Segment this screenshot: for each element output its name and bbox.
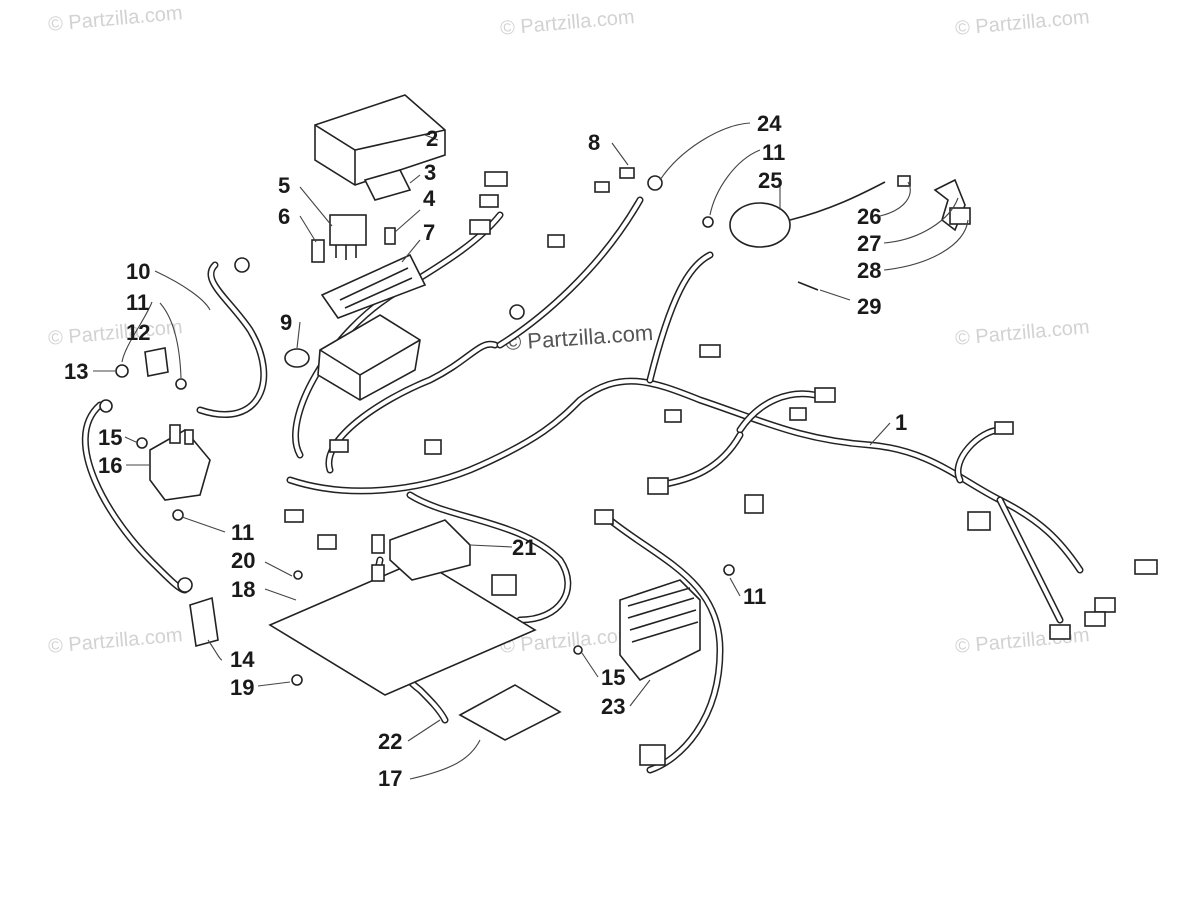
nut [723, 564, 735, 576]
callout-20: 20 [231, 548, 256, 573]
callout-10: 10 [126, 259, 151, 284]
relay [329, 214, 367, 260]
callout-9: 9 [280, 310, 293, 335]
callout-3: 3 [424, 160, 437, 185]
callout-18: 18 [231, 577, 256, 602]
callout-25: 25 [758, 168, 783, 193]
callout-7: 7 [423, 220, 436, 245]
nut [172, 509, 184, 521]
callout-8: 8 [588, 130, 601, 155]
callout-11: 11 [762, 140, 786, 165]
nut [702, 216, 714, 228]
callout-23: 23 [601, 694, 626, 719]
callout-11: 11 [231, 520, 255, 545]
spark-plug-cap [897, 175, 911, 187]
callout-13: 13 [64, 359, 89, 384]
connectors [284, 167, 1158, 766]
callout-16: 16 [98, 453, 123, 478]
callout-4: 4 [423, 186, 436, 211]
screw [291, 674, 303, 686]
boot-cover [949, 207, 971, 225]
callout-26: 26 [857, 204, 882, 229]
terminal-boot [189, 596, 219, 648]
callout-28: 28 [857, 258, 882, 283]
callout-24: 24 [757, 111, 782, 136]
voltage-regulator [619, 579, 701, 682]
fuse [311, 227, 396, 263]
clip-ring [284, 348, 310, 368]
ring-terminals [99, 175, 663, 593]
callout-5: 5 [278, 173, 291, 198]
cdi-module [389, 519, 471, 581]
screw [136, 437, 148, 449]
callout-15: 15 [601, 665, 626, 690]
callout-17: 17 [378, 766, 403, 791]
nut [175, 378, 187, 390]
starter-solenoid [149, 424, 211, 501]
decal [458, 684, 562, 741]
callout-22: 22 [378, 729, 403, 754]
callout-14: 14 [230, 647, 255, 672]
callout-29: 29 [857, 294, 882, 319]
fuse-box-cover [314, 94, 446, 186]
callout-2: 2 [426, 126, 439, 151]
boot [144, 347, 169, 377]
mounting-plate [268, 559, 537, 696]
leader-lines [93, 122, 969, 780]
ignition-coil [729, 181, 886, 248]
callout-11: 11 [743, 584, 767, 609]
callout-27: 27 [857, 231, 882, 256]
fuse-box-base [317, 314, 421, 401]
callout-12: 12 [126, 320, 151, 345]
callout-6: 6 [278, 204, 291, 229]
screw [573, 645, 583, 655]
fuse-block [363, 169, 412, 201]
nut [115, 364, 129, 378]
callout-1: 1 [895, 410, 908, 435]
callout-19: 19 [230, 675, 255, 700]
callout-11: 11 [126, 290, 150, 315]
screw [797, 281, 819, 291]
callout-21: 21 [512, 535, 537, 560]
screw [293, 570, 303, 580]
callout-15: 15 [98, 425, 123, 450]
fuse-label-sheet [320, 253, 427, 319]
